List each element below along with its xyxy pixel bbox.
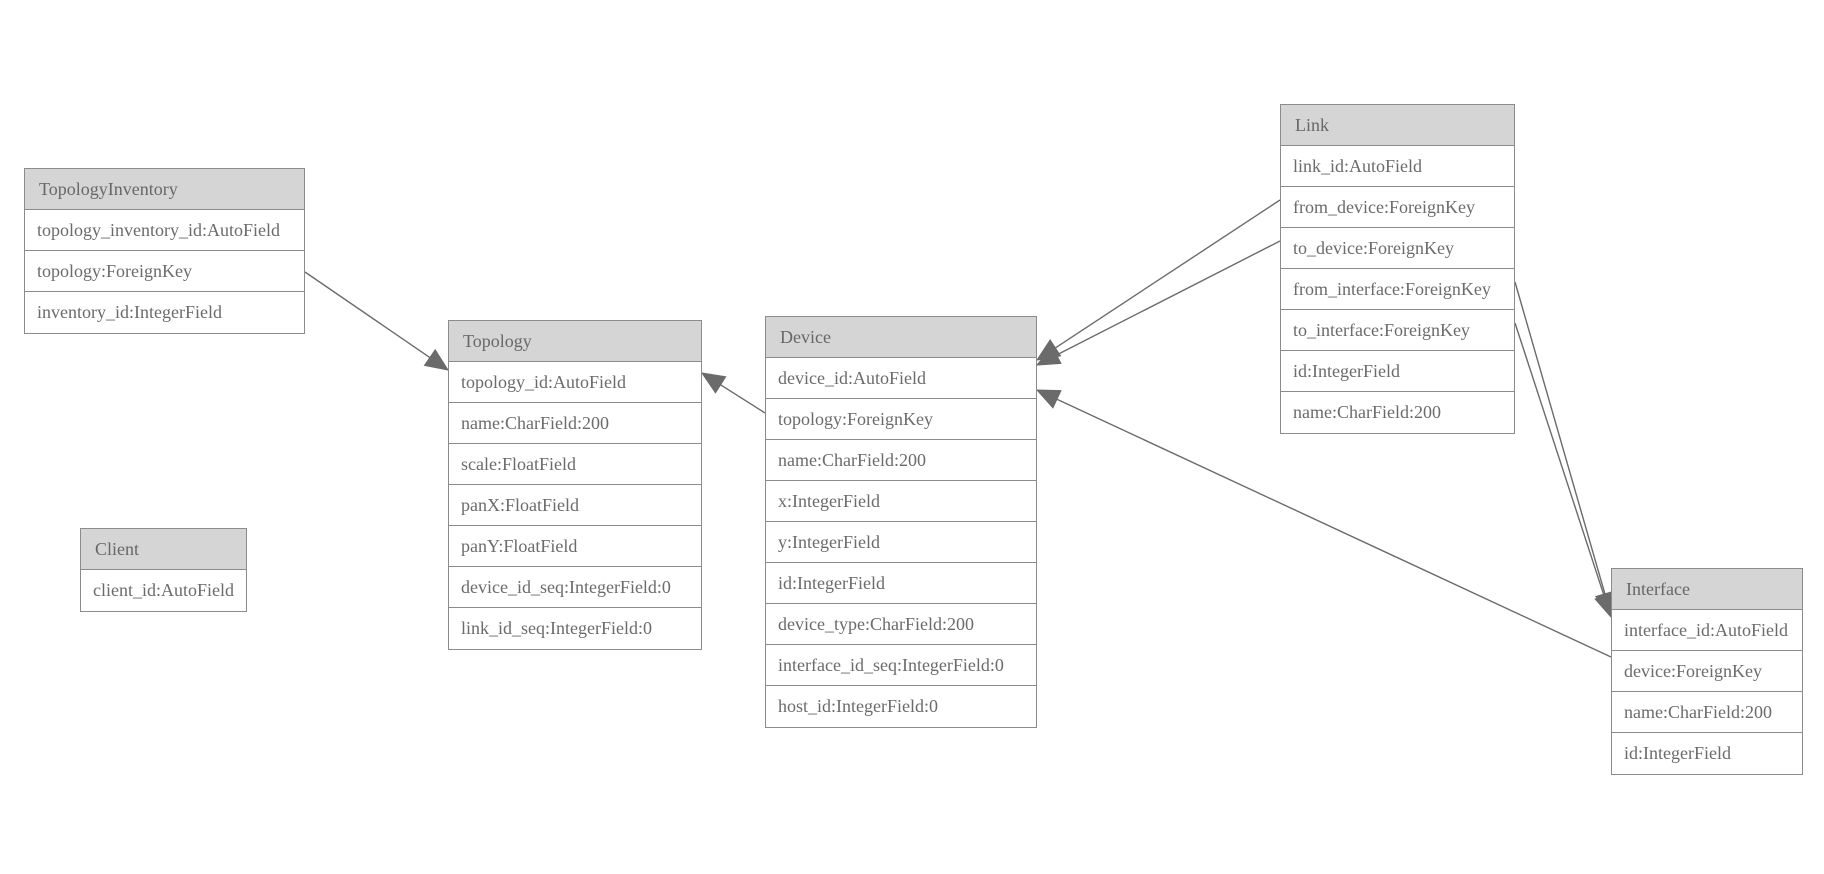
entity-field-row[interactable]: device_type:CharField:200 [766,604,1036,645]
relationship-line [304,271,431,359]
entity-field-row[interactable]: id:IntegerField [1612,733,1802,774]
relationship-line [1056,398,1612,658]
entity-field-row[interactable]: name:CharField:200 [1281,392,1514,433]
entity-title-device: Device [766,317,1036,358]
relationship-line [1056,240,1281,356]
entity-field-row[interactable]: panX:FloatField [449,485,701,526]
relationship-edge[interactable] [1035,199,1281,361]
entity-field-row[interactable]: from_device:ForeignKey [1281,187,1514,228]
relationship-edge[interactable] [1514,322,1614,619]
entity-field-row[interactable]: link_id_seq:IntegerField:0 [449,608,701,649]
relationship-line [1514,281,1606,595]
entity-title-topology_inventory: TopologyInventory [25,169,304,210]
entity-title-link: Link [1281,105,1514,146]
entity-field-row[interactable]: device_id:AutoField [766,358,1036,399]
entity-field-row[interactable]: interface_id_seq:IntegerField:0 [766,645,1036,686]
entity-field-row[interactable]: device:ForeignKey [1612,651,1802,692]
entity-field-row[interactable]: scale:FloatField [449,444,701,485]
entity-field-row[interactable]: inventory_id:IntegerField [25,292,304,333]
entity-field-row[interactable]: x:IntegerField [766,481,1036,522]
entity-field-row[interactable]: from_interface:ForeignKey [1281,269,1514,310]
entity-field-row[interactable]: topology_inventory_id:AutoField [25,210,304,251]
relationship-line [1514,322,1605,597]
entity-field-row[interactable]: topology:ForeignKey [25,251,304,292]
relationship-arrowhead-icon [423,348,450,371]
entity-field-row[interactable]: name:CharField:200 [766,440,1036,481]
relationship-edge[interactable] [1514,281,1615,617]
entity-field-row[interactable]: name:CharField:200 [449,403,701,444]
entity-field-row[interactable]: y:IntegerField [766,522,1036,563]
entity-field-row[interactable]: panY:FloatField [449,526,701,567]
relationship-arrowhead-icon [700,372,727,394]
entity-field-row[interactable]: client_id:AutoField [81,570,246,611]
entity-fields-client: client_id:AutoField [81,570,246,611]
entity-field-row[interactable]: device_id_seq:IntegerField:0 [449,567,701,608]
relationship-edge[interactable] [1035,240,1281,366]
relationship-edge[interactable] [700,372,766,414]
relationship-line [720,384,766,414]
entity-field-row[interactable]: topology_id:AutoField [449,362,701,403]
entity-field-row[interactable]: topology:ForeignKey [766,399,1036,440]
relationship-arrowhead-icon [1035,389,1062,409]
relationship-arrowhead-icon [1035,339,1062,361]
entity-field-row[interactable]: name:CharField:200 [1612,692,1802,733]
entity-field-row[interactable]: id:IntegerField [766,563,1036,604]
entity-title-topology: Topology [449,321,701,362]
entity-title-client: Client [81,529,246,570]
entity-field-row[interactable]: link_id:AutoField [1281,146,1514,187]
entity-field-row[interactable]: id:IntegerField [1281,351,1514,392]
entity-field-row[interactable]: to_interface:ForeignKey [1281,310,1514,351]
relationship-edge[interactable] [304,271,450,371]
entity-title-interface: Interface [1612,569,1802,610]
entity-field-row[interactable]: interface_id:AutoField [1612,610,1802,651]
entity-field-row[interactable]: host_id:IntegerField:0 [766,686,1036,727]
relationship-arrowhead-icon [1035,345,1062,366]
relationship-line [1054,199,1281,349]
entity-field-row[interactable]: to_device:ForeignKey [1281,228,1514,269]
